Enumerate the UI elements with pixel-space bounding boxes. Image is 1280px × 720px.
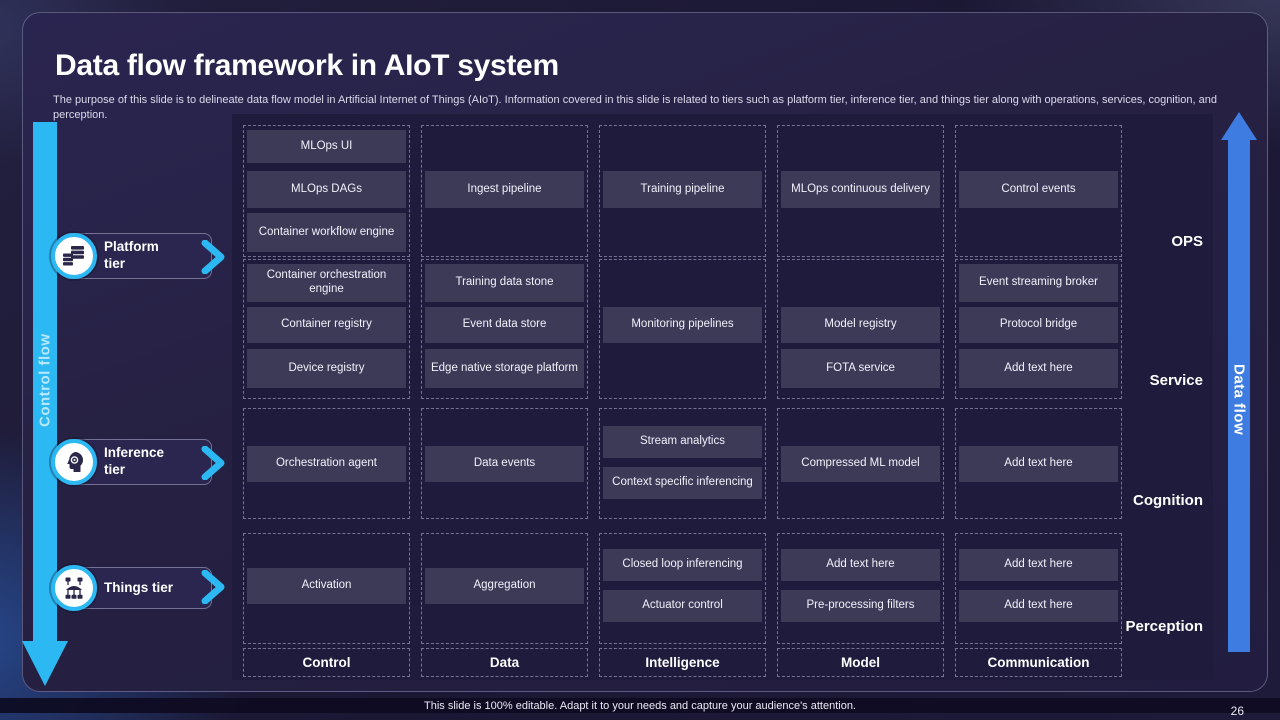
database-stack-icon <box>51 233 97 279</box>
page-number: 26 <box>1230 704 1244 718</box>
band-perception-data: Aggregation <box>421 533 588 644</box>
band-ops-model: MLOps continuous delivery <box>777 125 944 257</box>
matrix-cell: Pre-processing filters <box>781 590 940 622</box>
band-cognition-data: Data events <box>421 408 588 519</box>
matrix-cell: Control events <box>959 171 1118 208</box>
matrix-cell: Aggregation <box>425 568 584 604</box>
band-perception-model: Add text here Pre-processing filters <box>777 533 944 644</box>
column-label-communication: Communication <box>955 648 1122 677</box>
column-label-intelligence: Intelligence <box>599 648 766 677</box>
band-perception-intelligence: Closed loop inferencing Actuator control <box>599 533 766 644</box>
page-title: Data flow framework in AIoT system <box>55 49 559 82</box>
data-flow-arrowhead-up <box>1221 112 1257 140</box>
band-service-control: Container orchestration engine Container… <box>243 259 410 399</box>
matrix-cell: Add text here <box>959 446 1118 482</box>
footer-text: This slide is 100% editable. Adapt it to… <box>424 699 856 712</box>
matrix-cell: Orchestration agent <box>247 446 406 482</box>
matrix-cell: MLOps DAGs <box>247 171 406 208</box>
band-cognition-model: Compressed ML model <box>777 408 944 519</box>
matrix-cell: Add text here <box>781 549 940 581</box>
tier-label: Platform tier <box>104 239 159 271</box>
matrix-cell: Protocol bridge <box>959 307 1118 343</box>
band-ops-intelligence: Training pipeline <box>599 125 766 257</box>
matrix-cell: Stream analytics <box>603 426 762 458</box>
footer-note: This slide is 100% editable. Adapt it to… <box>0 698 1280 713</box>
row-label-perception: Perception <box>1125 618 1203 635</box>
matrix-cell: Container orchestration engine <box>247 264 406 302</box>
matrix-cell: Model registry <box>781 307 940 343</box>
framework-matrix: MLOps UI MLOps DAGs Container workflow e… <box>232 114 1213 680</box>
matrix-cell: Event data store <box>425 307 584 343</box>
matrix-cell: MLOps continuous delivery <box>781 171 940 208</box>
chevron-right-icon <box>201 569 227 609</box>
ai-head-icon <box>51 439 97 485</box>
matrix-cell: Monitoring pipelines <box>603 307 762 343</box>
matrix-cell: FOTA service <box>781 349 940 388</box>
iot-devices-icon <box>51 565 97 611</box>
matrix-cell: Add text here <box>959 590 1118 622</box>
matrix-cell: Activation <box>247 568 406 604</box>
matrix-cell: Context specific inferencing <box>603 467 762 499</box>
row-label-cognition: Cognition <box>1133 492 1203 509</box>
chevron-right-icon <box>201 445 227 485</box>
chevron-right-icon <box>201 239 227 279</box>
column-label-control: Control <box>243 648 410 677</box>
band-service-data: Training data stone Event data store Edg… <box>421 259 588 399</box>
matrix-cell: Event streaming broker <box>959 264 1118 302</box>
matrix-cell: Add text here <box>959 349 1118 388</box>
matrix-cell: Actuator control <box>603 590 762 622</box>
band-perception-control: Activation <box>243 533 410 644</box>
matrix-cell: Data events <box>425 446 584 482</box>
matrix-cell: Closed loop inferencing <box>603 549 762 581</box>
matrix-cell: Edge native storage platform <box>425 349 584 388</box>
tier-label: Inference tier <box>104 445 165 477</box>
row-label-service: Service <box>1149 372 1203 389</box>
tier-label: Things tier <box>104 579 174 595</box>
band-service-model: Model registry FOTA service <box>777 259 944 399</box>
matrix-cell: MLOps UI <box>247 130 406 163</box>
data-flow-arrow <box>1228 139 1250 652</box>
matrix-cell: Compressed ML model <box>781 446 940 482</box>
matrix-cell: Container registry <box>247 307 406 343</box>
matrix-cell: Container workflow engine <box>247 213 406 252</box>
page-subtitle: The purpose of this slide is to delineat… <box>53 94 1217 122</box>
control-flow-arrow <box>33 122 57 642</box>
band-ops-control: MLOps UI MLOps DAGs Container workflow e… <box>243 125 410 257</box>
matrix-cell: Device registry <box>247 349 406 388</box>
column-label-data: Data <box>421 648 588 677</box>
band-ops-data: Ingest pipeline <box>421 125 588 257</box>
band-service-communication: Event streaming broker Protocol bridge A… <box>955 259 1122 399</box>
band-cognition-communication: Add text here <box>955 408 1122 519</box>
matrix-cell: Training data stone <box>425 264 584 302</box>
band-ops-communication: Control events <box>955 125 1122 257</box>
matrix-cell: Add text here <box>959 549 1118 581</box>
band-perception-communication: Add text here Add text here <box>955 533 1122 644</box>
control-flow-label: Control flow <box>36 333 54 427</box>
band-service-intelligence: Monitoring pipelines <box>599 259 766 399</box>
matrix-cell: Ingest pipeline <box>425 171 584 208</box>
row-label-ops: OPS <box>1171 233 1203 250</box>
matrix-cell: Training pipeline <box>603 171 762 208</box>
band-cognition-intelligence: Stream analytics Context specific infere… <box>599 408 766 519</box>
control-flow-arrowhead-down <box>22 641 68 686</box>
band-cognition-control: Orchestration agent <box>243 408 410 519</box>
column-label-model: Model <box>777 648 944 677</box>
data-flow-label: Data flow <box>1230 364 1248 436</box>
